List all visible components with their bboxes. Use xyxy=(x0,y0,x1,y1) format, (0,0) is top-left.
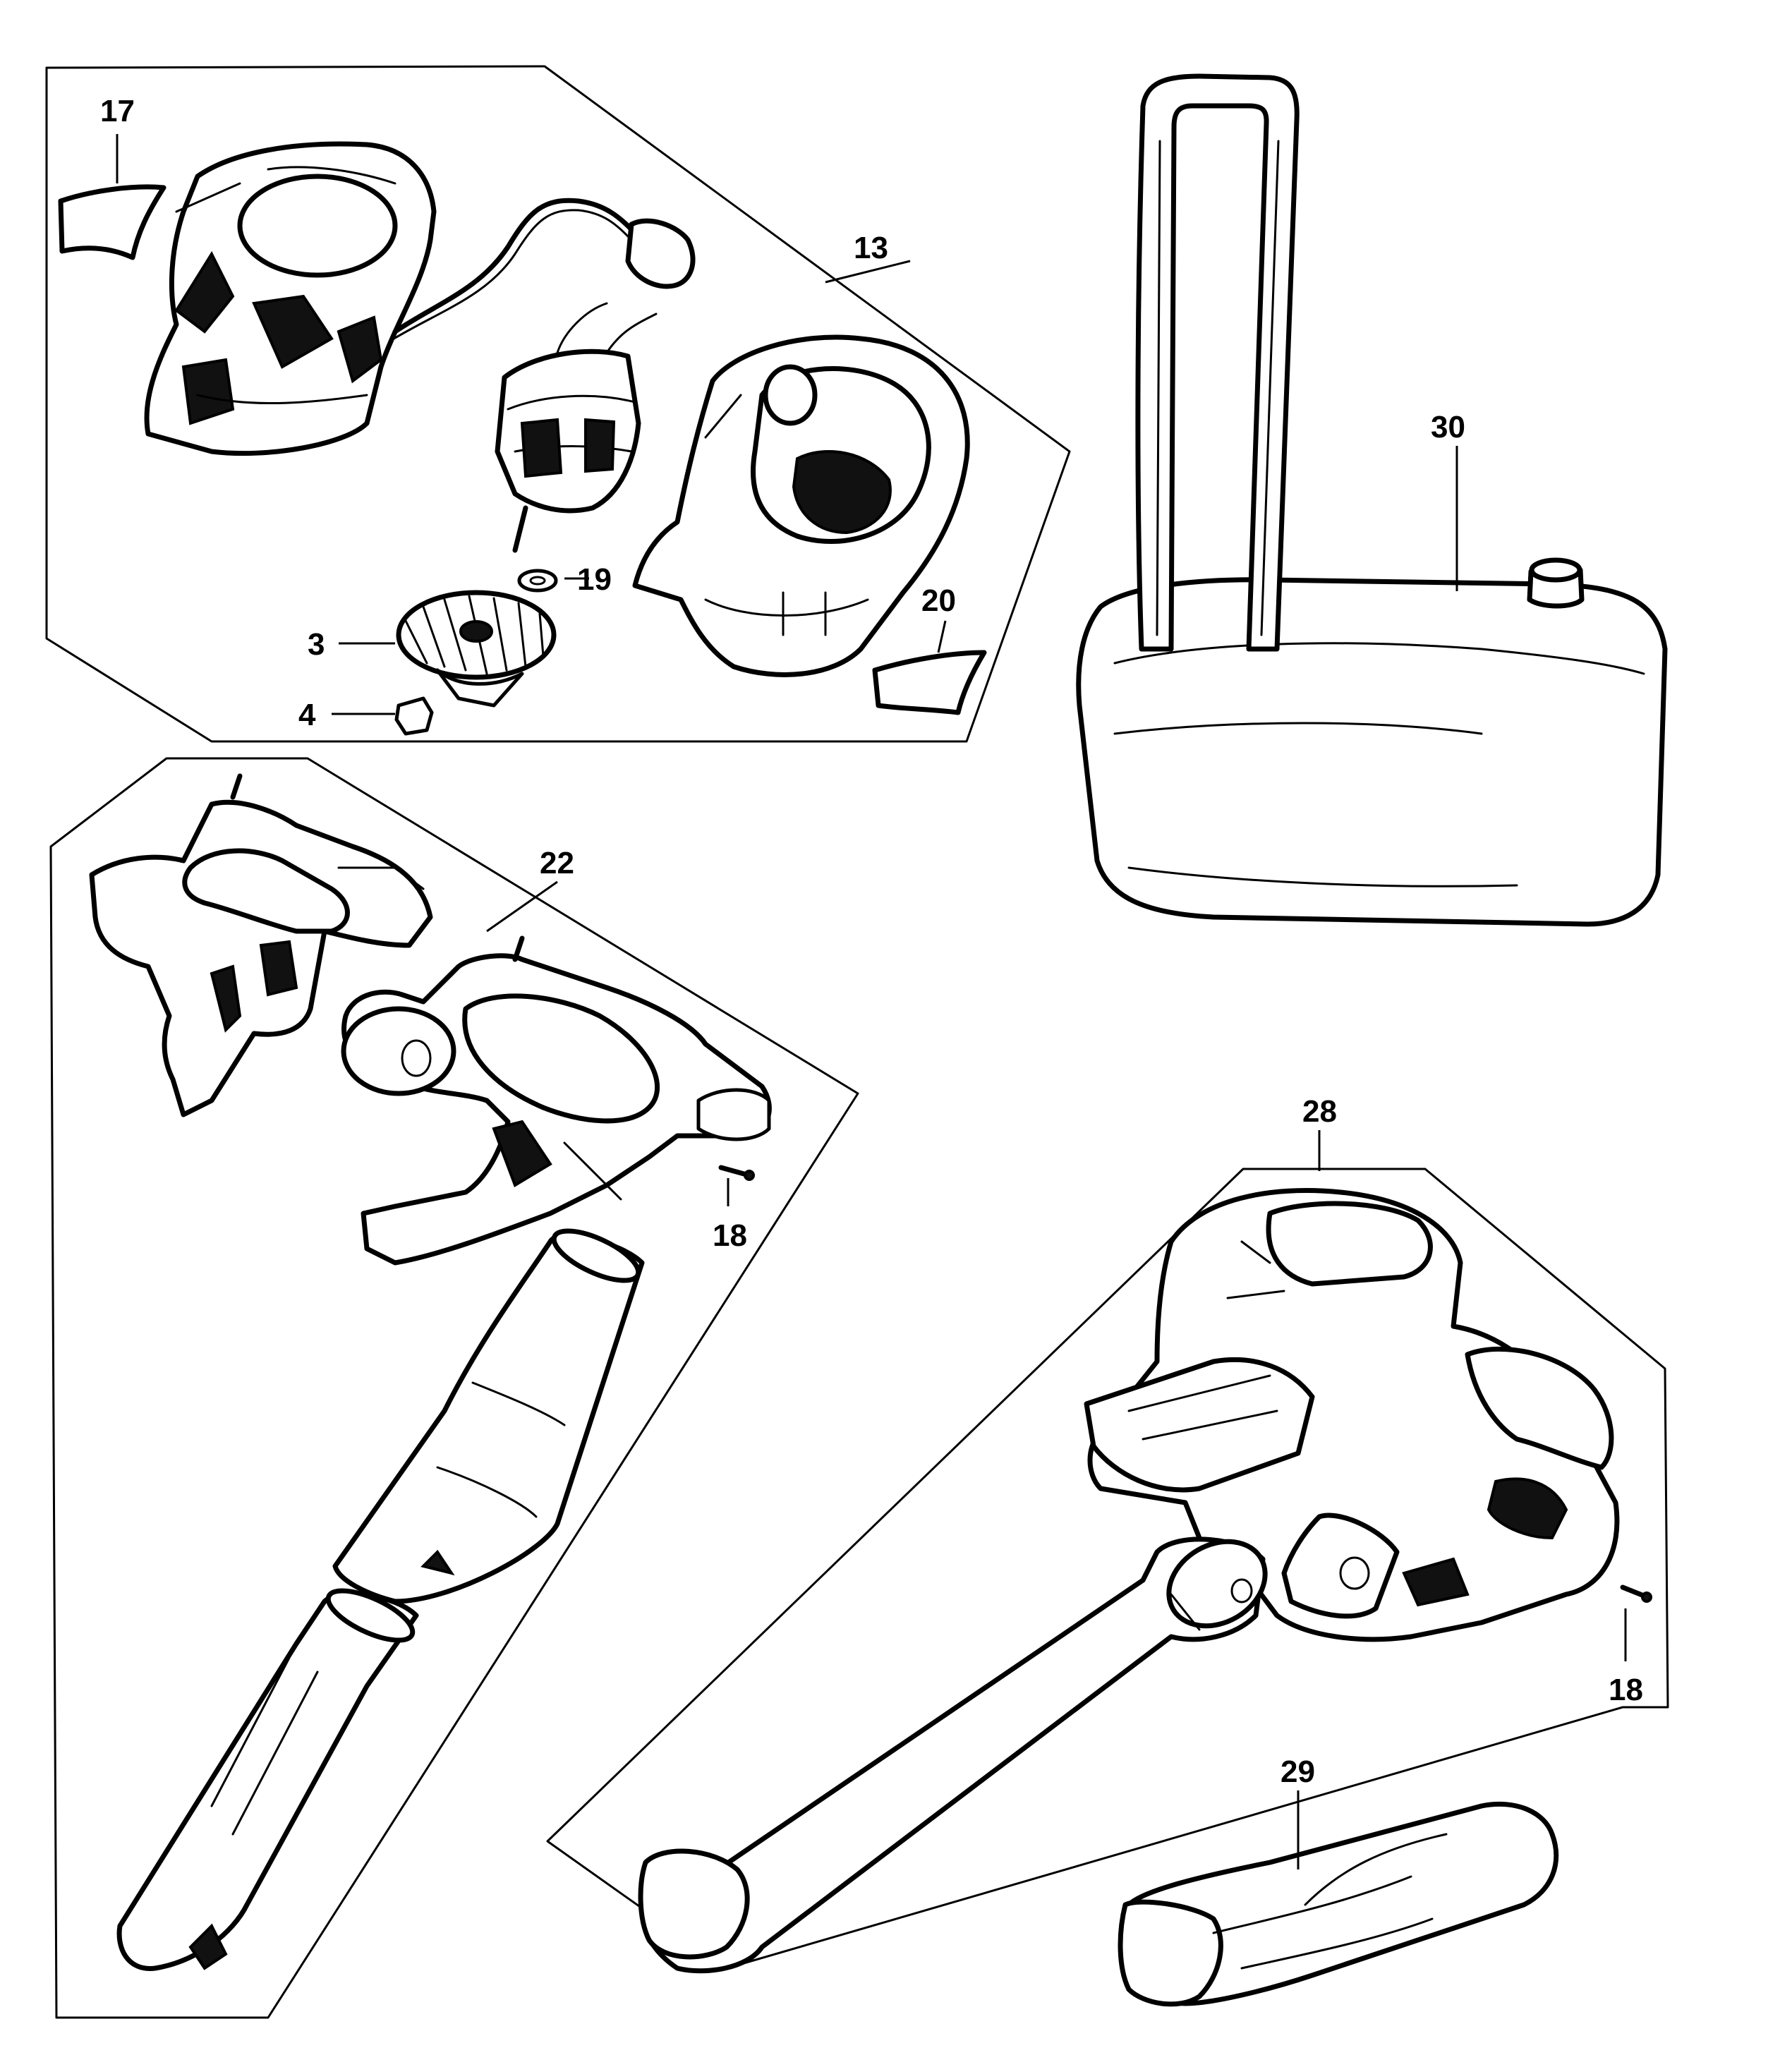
callout-22: 22 xyxy=(540,846,574,880)
part-17-label xyxy=(58,184,167,260)
lower-tube xyxy=(116,1588,419,1971)
part-4-nut xyxy=(394,696,434,736)
blower-housing xyxy=(1084,1188,1620,1642)
part-20-label xyxy=(872,650,987,715)
right-housing-half xyxy=(632,334,970,677)
tube-housing-left xyxy=(89,773,433,1117)
left-housing-half xyxy=(144,141,437,456)
part-18-screw-b xyxy=(1620,1584,1652,1603)
group-13-outline xyxy=(45,65,1071,743)
part-29-nozzle xyxy=(1118,1801,1559,2007)
callout-28: 28 xyxy=(1302,1094,1337,1129)
part-3-fan xyxy=(396,590,557,708)
callout-19: 19 xyxy=(577,562,612,597)
callout-29: 29 xyxy=(1281,1754,1315,1789)
power-cord xyxy=(390,198,696,341)
callout-13: 13 xyxy=(854,231,888,265)
callout-18-upper: 18 xyxy=(713,1218,747,1253)
upper-tube xyxy=(332,1228,645,1604)
callout-20: 20 xyxy=(921,583,956,618)
motor xyxy=(495,302,658,553)
callout-4: 4 xyxy=(298,698,316,732)
group-13-leaders xyxy=(116,134,947,715)
group-22-outline xyxy=(49,757,859,2019)
part-19-washer xyxy=(517,569,558,593)
callout-3: 3 xyxy=(308,627,325,662)
blower-tube xyxy=(638,1536,1268,1974)
part-18-screw-a xyxy=(718,1165,755,1181)
callout-18-lower: 18 xyxy=(1609,1673,1643,1707)
group-22-leaders xyxy=(486,880,729,1206)
part-30-collection-bag xyxy=(1076,73,1668,927)
group-28-outline xyxy=(546,1168,1669,1970)
callout-30: 30 xyxy=(1431,410,1465,444)
callout-17: 17 xyxy=(100,94,135,128)
tube-housing-right xyxy=(341,935,772,1266)
group-28-leaders xyxy=(1318,1130,1627,1661)
